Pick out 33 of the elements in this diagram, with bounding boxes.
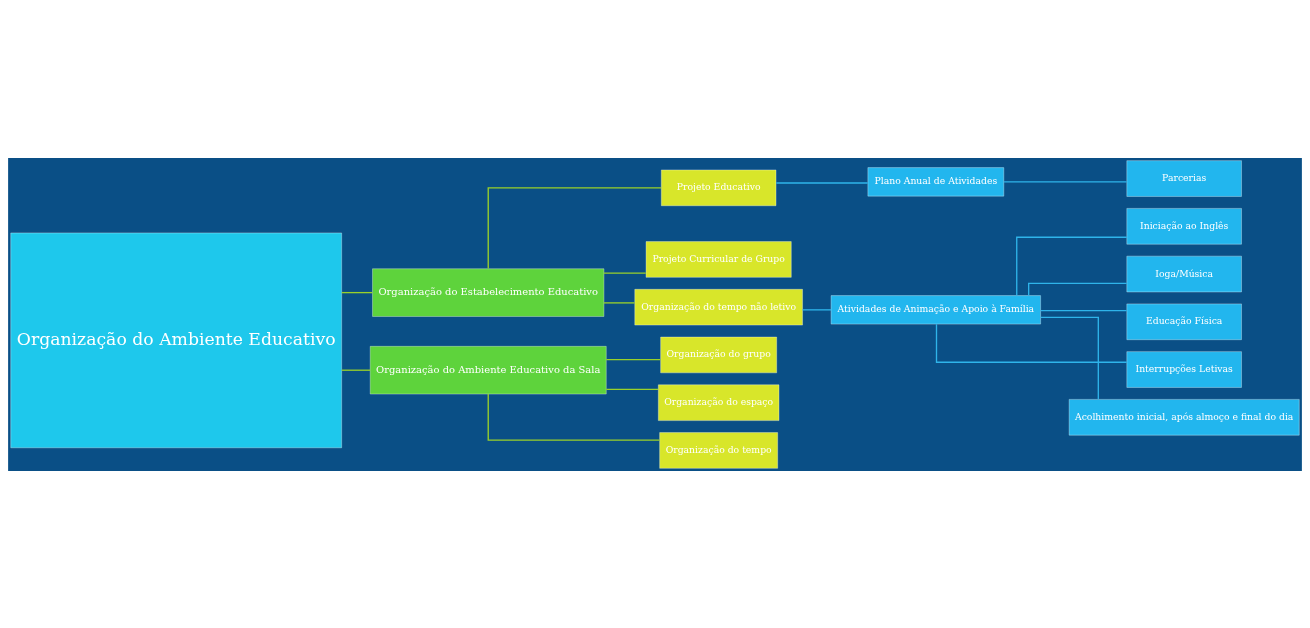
node-box: Organização do Ambiente Educativo	[10, 232, 342, 448]
node-box: Organização do tempo	[659, 431, 778, 469]
node-box: Organização do grupo	[660, 336, 778, 373]
node-box: Organização do Estabelecimento Educativo	[372, 267, 605, 317]
connector	[1040, 316, 1099, 400]
node-box: Plano Anual de Atividades	[867, 166, 1005, 196]
node-box: Organização do tempo não letivo	[634, 288, 803, 325]
connector	[801, 308, 832, 311]
connector	[605, 388, 659, 390]
connector	[603, 271, 647, 274]
connector	[605, 358, 662, 360]
connector	[935, 323, 1128, 363]
node-box: Acolhimento inicial, após almoço e final do dia	[1068, 398, 1300, 435]
connector	[1003, 180, 1128, 183]
connector	[603, 301, 636, 304]
node-box: Atividades de Animação e Apoio à Família	[830, 294, 1041, 324]
connector	[1028, 282, 1128, 296]
connector	[341, 291, 373, 293]
node-box: Organização do espaço	[658, 383, 780, 421]
node-box: Ioga/Música	[1126, 255, 1242, 292]
connector	[487, 392, 661, 441]
node-box: Interrupções Letivas	[1126, 350, 1242, 388]
node-box: Organização do Ambiente Educativo da Sala	[369, 345, 607, 394]
connector	[1039, 309, 1128, 311]
connector	[341, 369, 371, 371]
node-box: Iniciação ao Inglês	[1126, 207, 1242, 245]
connector	[1016, 236, 1128, 296]
node-box: Projeto Curricular de Grupo	[645, 240, 792, 278]
connector	[775, 181, 869, 184]
connector	[487, 186, 662, 269]
node-box: Projeto Educativo	[660, 169, 777, 206]
node-box: Educação Física	[1126, 303, 1242, 340]
node-box: Parcerias	[1126, 159, 1242, 197]
